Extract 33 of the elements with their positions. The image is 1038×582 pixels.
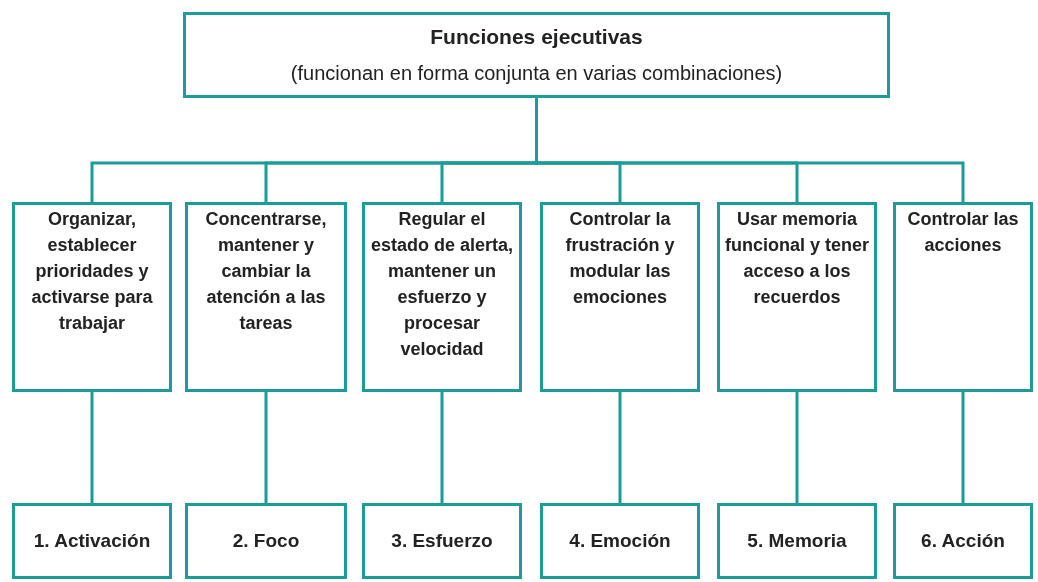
- box-text: Regular el estado de alerta, mantener un esfuerzo y procesar velocidad: [369, 208, 515, 361]
- box-text: 2. Foco: [232, 529, 300, 553]
- function-box: [12, 202, 172, 392]
- title-text: Funciones ejecutivas: [430, 24, 643, 50]
- connector-line: [90, 392, 94, 503]
- box-text: Usar memoria funcional y tener acceso a los recuerdos: [724, 208, 870, 309]
- box-text: Controlar las acciones: [906, 208, 1020, 257]
- connector-line: [264, 392, 268, 503]
- function-box: [185, 202, 347, 392]
- box-text: Controlar la frustración y modular las emociones: [564, 208, 676, 309]
- connector-line: [440, 392, 444, 503]
- box-text: 5. Memoria: [747, 529, 847, 553]
- connector-line: [961, 392, 965, 503]
- subtitle-text: (funcionan en forma conjunta en varias combinaciones): [290, 61, 783, 86]
- box-text: 3. Esfuerzo: [391, 529, 493, 553]
- function-box: [717, 202, 877, 392]
- category-box: [185, 503, 347, 579]
- title-box: [183, 12, 890, 98]
- box-text: Concentrarse, mantener y cambiar la atención a las tareas: [204, 208, 328, 335]
- category-box: [717, 503, 877, 579]
- connector-line: [618, 392, 622, 503]
- box-text: 1. Activación: [33, 529, 151, 553]
- category-box: [362, 503, 522, 579]
- function-box: [893, 202, 1033, 392]
- box-text: 6. Acción: [921, 529, 1005, 553]
- category-box: [893, 503, 1033, 579]
- function-box: [362, 202, 522, 392]
- category-box: [12, 503, 172, 579]
- function-box: [540, 202, 700, 392]
- category-box: [540, 503, 700, 579]
- box-text: Organizar, establecer prioridades y activarse para trabajar: [30, 208, 154, 335]
- connector-line: [795, 392, 799, 503]
- box-text: 4. Emoción: [569, 529, 671, 553]
